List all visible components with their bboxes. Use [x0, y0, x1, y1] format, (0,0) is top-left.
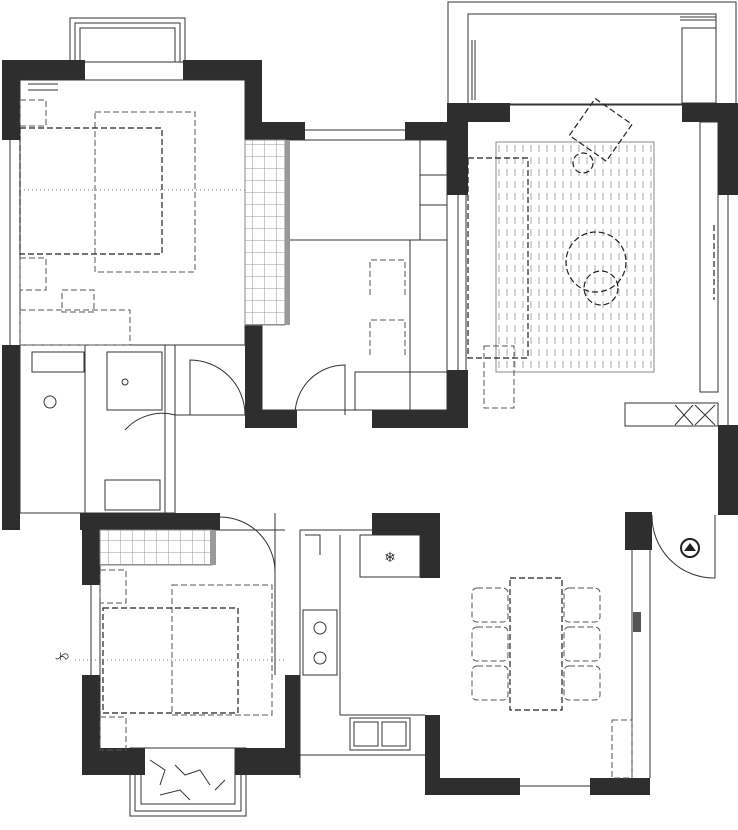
master-bedroom-bay-window — [69, 17, 186, 63]
nightstand — [99, 716, 127, 751]
sideboard — [611, 719, 633, 779]
side-table — [572, 152, 594, 174]
rug — [495, 141, 655, 373]
second-bed — [75, 584, 285, 716]
radiator — [633, 612, 641, 632]
dining-set — [471, 577, 601, 711]
balcony-cabinet — [681, 27, 717, 104]
shelf-edge — [285, 140, 290, 325]
nightstand — [19, 257, 47, 291]
wardrobe-edge — [210, 530, 216, 565]
svg-text:❄: ❄ — [384, 550, 396, 566]
kitchen-fixtures: ❄ — [302, 534, 421, 751]
desk — [19, 309, 131, 346]
bathroom-door-swing — [124, 412, 176, 431]
shoe-cabinet — [624, 402, 719, 427]
master-bed — [19, 111, 245, 273]
study-furniture — [354, 139, 448, 411]
ottoman — [483, 345, 515, 409]
curtain — [471, 40, 476, 100]
coffee-table — [565, 231, 627, 293]
door-swing[interactable] — [189, 359, 246, 416]
walls — [2, 60, 738, 795]
sofa — [467, 157, 529, 359]
curtain — [28, 83, 58, 91]
door-swing[interactable] — [219, 516, 276, 573]
coffee-table-small — [583, 270, 619, 306]
nightstand — [99, 569, 127, 604]
bathroom-fixtures — [31, 351, 176, 511]
curtain — [680, 16, 716, 21]
entrance-arrow-icon — [684, 543, 696, 551]
nightstand — [19, 99, 47, 127]
wardrobe — [99, 529, 213, 566]
entrance-door-swing[interactable] — [651, 514, 716, 579]
plan-mark: ঠ — [56, 652, 73, 661]
tv-cabinet — [699, 121, 719, 393]
armchair — [568, 97, 633, 163]
door-swing[interactable] — [294, 364, 346, 416]
balcony — [129, 747, 247, 817]
chair — [61, 289, 95, 313]
storage-shelves — [244, 139, 286, 326]
